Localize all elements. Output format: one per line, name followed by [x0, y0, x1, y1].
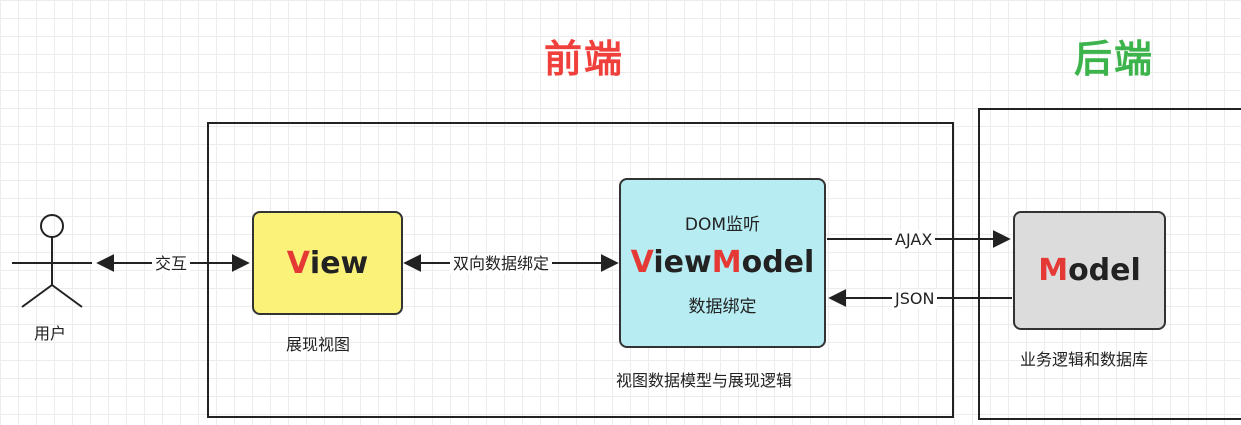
view-caption: 展现视图 — [286, 335, 351, 354]
stick-figure-icon — [12, 214, 92, 308]
viewmodel-top-text: DOM监听 — [684, 214, 761, 235]
model-accent-letter: M — [1038, 253, 1069, 288]
ajax-label: AJAX — [892, 230, 936, 250]
viewmodel-accent-m: M — [711, 244, 742, 280]
viewmodel-title-part2: odel — [741, 244, 815, 280]
actor-label: 用户 — [34, 324, 67, 343]
backend-container — [978, 108, 1241, 420]
viewmodel-title: ViewModel — [631, 245, 815, 280]
viewmodel-bottom-text: 数据绑定 — [688, 296, 757, 317]
viewmodel-caption: 视图数据模型与展现逻辑 — [616, 371, 793, 390]
json-label: JSON — [892, 289, 938, 309]
viewmodel-node: DOM监听 ViewModel 数据绑定 — [619, 178, 826, 348]
binding-label: 双向数据绑定 — [450, 254, 553, 274]
viewmodel-title-part1: iew — [653, 244, 712, 280]
frontend-heading: 前端 — [544, 37, 625, 81]
interact-label: 交互 — [152, 254, 191, 274]
model-caption: 业务逻辑和数据库 — [1020, 350, 1149, 369]
backend-heading: 后端 — [1074, 37, 1155, 81]
model-title-rest: odel — [1068, 253, 1141, 288]
viewmodel-accent-v: V — [630, 244, 654, 280]
view-title-rest: iew — [309, 245, 369, 281]
view-accent-letter: V — [286, 245, 310, 281]
